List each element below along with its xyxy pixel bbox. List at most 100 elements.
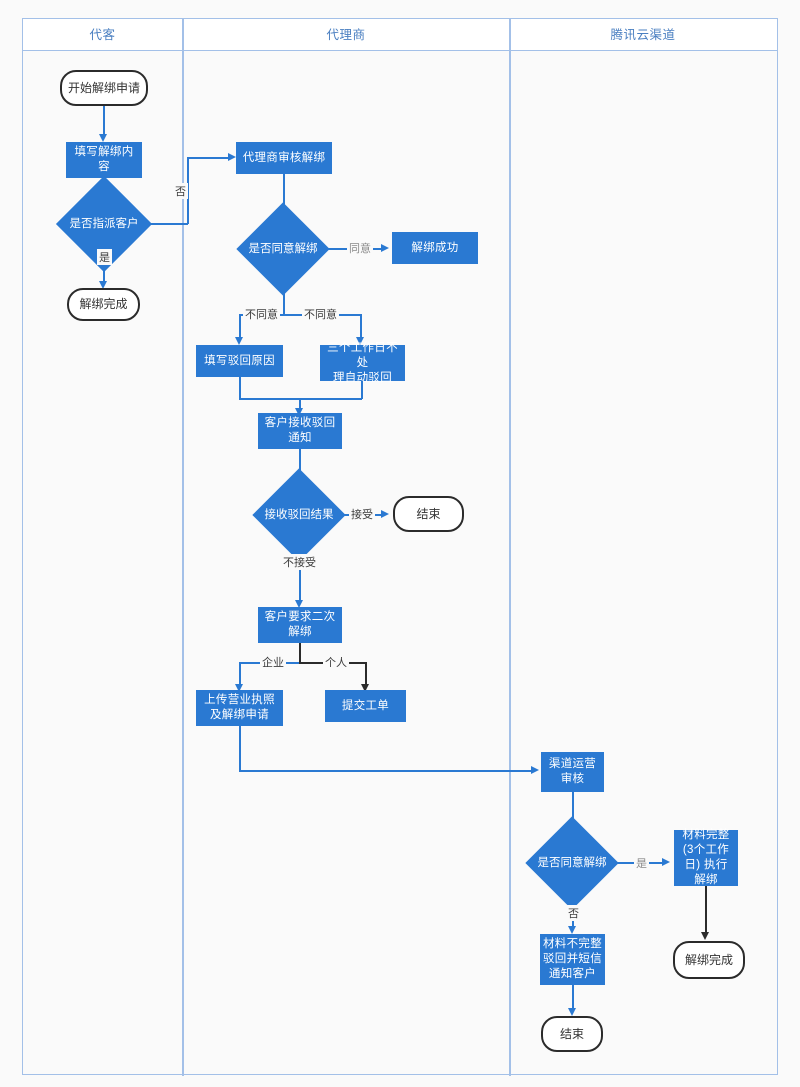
node-label: 填写驳回原因 [204, 354, 275, 367]
edge-to-channel-h [239, 770, 532, 772]
edge-label-enterprise: 企业 [260, 654, 286, 670]
node-end-2[interactable]: 结束 [541, 1016, 603, 1052]
node-label: 是否同意解绑 [537, 857, 607, 869]
lane-divider-2 [509, 19, 511, 1076]
edge-materials-to-complete [705, 886, 707, 935]
node-label-line1: 材料不完整 [543, 938, 602, 950]
node-label: 结束 [416, 506, 441, 521]
node-agree-unbind-decision-2[interactable]: 是否同意解绑 [525, 816, 619, 910]
edge-label-accept: 接受 [349, 506, 375, 522]
arrowhead-right [381, 510, 389, 518]
arrowhead-right [662, 858, 670, 866]
edge-disagree-stem [283, 282, 285, 315]
arrowhead-down [99, 134, 107, 142]
node-fill-unbind-content[interactable]: 填写解绑内 容 [66, 142, 142, 178]
node-materials-complete[interactable]: 材料完整 (3个工作 日) 执行 解绑 [674, 829, 738, 886]
edge-label-no-channel: 否 [566, 905, 581, 921]
edge-reject-merge-stem [299, 398, 301, 410]
node-label-line2: 容 [98, 161, 110, 173]
edge-label-yes-channel: 是 [634, 855, 649, 871]
edge-individual-v [365, 662, 367, 686]
node-label-line2: 驳回并短信 [543, 953, 602, 965]
lane-divider-1 [182, 19, 184, 1076]
node-unbind-complete-1[interactable]: 解绑完成 [67, 288, 140, 321]
node-start-unbind-request[interactable]: 开始解绑申请 [60, 70, 148, 106]
edge-reject-merge-right-v [361, 381, 363, 399]
edge-label-no-assign: 否 [173, 183, 188, 199]
edge-label-disagree-left: 不同意 [243, 306, 280, 322]
arrowhead-right [381, 244, 389, 252]
node-label-line2: 审核 [560, 773, 585, 785]
node-unbind-complete-2[interactable]: 解绑完成 [673, 941, 745, 979]
node-label: 接收驳回结果 [264, 509, 334, 521]
arrowhead-down [701, 932, 709, 940]
node-agent-review-unbind[interactable]: 代理商审核解绑 [236, 142, 332, 174]
node-label-line2: 及解绑申请 [210, 709, 269, 721]
edge-receive-to-result [299, 449, 301, 480]
edge-enterprise-v [239, 662, 241, 686]
node-auto-reject-3days[interactable]: 三个工作日不处 理自动驳回 [320, 342, 405, 384]
node-label-line1: 填写解绑内 [74, 146, 134, 158]
node-agree-unbind-decision[interactable]: 是否同意解绑 [236, 202, 330, 296]
arrowhead-down [568, 1008, 576, 1016]
node-label: 是否指派客户 [69, 218, 139, 230]
arrowhead-down [235, 684, 243, 692]
arrowhead-down [356, 337, 364, 345]
edge-reject-merge-left-v [239, 377, 241, 399]
arrowhead-right [531, 766, 539, 774]
lane-title-customer: 代客 [89, 28, 116, 42]
edge-not-accept [299, 548, 301, 604]
edge-disagree-right-v [360, 314, 362, 339]
edge-label-not-accept: 不接受 [281, 554, 318, 570]
node-submit-ticket[interactable]: 提交工单 [325, 690, 406, 722]
node-label: 是否同意解绑 [248, 243, 318, 255]
edge-review-to-decision [283, 174, 285, 212]
node-label: 解绑完成 [79, 297, 128, 311]
node-materials-incomplete[interactable]: 材料不完整 驳回并短信 通知客户 [540, 934, 605, 985]
node-label-line1: 上传营业执照 [204, 694, 275, 706]
node-upload-license[interactable]: 上传营业执照 及解绑申请 [196, 690, 283, 726]
node-label-line2: 通知 [288, 432, 312, 444]
edge-start-to-fill [103, 106, 105, 136]
node-label-line2: 解绑 [288, 626, 312, 638]
node-channel-ops-review[interactable]: 渠道运营 审核 [541, 752, 604, 792]
edge-disagree-split [239, 314, 361, 316]
node-assign-customer-decision[interactable]: 是否指派客户 [55, 175, 153, 273]
swimlane-header-row [23, 19, 777, 51]
node-receive-reject-result[interactable]: 接收驳回结果 [252, 468, 346, 562]
edge-channel-to-decision [572, 792, 574, 826]
edge-split-stem [299, 643, 301, 663]
edge-label-agree: 同意 [347, 240, 373, 256]
node-customer-second-unbind[interactable]: 客户要求二次 解绑 [258, 607, 342, 643]
lane-title-tencent: 腾讯云渠道 [610, 28, 676, 42]
edge-to-channel-v [239, 726, 241, 771]
arrowhead-down [361, 684, 369, 692]
arrowhead-down [295, 600, 303, 608]
arrowhead-down [235, 337, 243, 345]
arrowhead-down [99, 281, 107, 289]
node-label-line4: 解绑 [694, 874, 718, 886]
edge-no-assign-h1 [138, 223, 188, 225]
node-label-line2: (3个工作 [682, 844, 730, 856]
arrowhead-right [228, 153, 236, 161]
node-label: 开始解绑申请 [67, 80, 140, 95]
node-customer-receive-reject[interactable]: 客户接收驳回 通知 [258, 413, 342, 449]
node-label-line1: 客户要求二次 [264, 611, 336, 623]
swimlane-frame: 代客 代理商 腾讯云渠道 [22, 18, 778, 1076]
node-label-line1: 客户接收驳回 [264, 417, 336, 429]
node-label: 代理商审核解绑 [242, 151, 326, 164]
node-label-line1: 三个工作日不处 [327, 341, 398, 369]
node-label-line3: 通知客户 [548, 968, 597, 980]
node-unbind-success[interactable]: 解绑成功 [392, 232, 478, 264]
node-fill-reject-reason[interactable]: 填写驳回原因 [196, 345, 283, 377]
edge-label-yes-assign: 是 [97, 249, 112, 265]
node-end-1[interactable]: 结束 [393, 496, 464, 532]
lane-title-agent: 代理商 [326, 28, 366, 42]
node-label-line2: 理自动驳回 [333, 371, 392, 384]
node-label-line1: 材料完整 [682, 829, 730, 841]
node-label: 提交工单 [341, 699, 390, 712]
edge-incomplete-to-end [572, 985, 574, 1011]
node-label: 结束 [559, 1026, 584, 1041]
arrowhead-down [568, 926, 576, 934]
